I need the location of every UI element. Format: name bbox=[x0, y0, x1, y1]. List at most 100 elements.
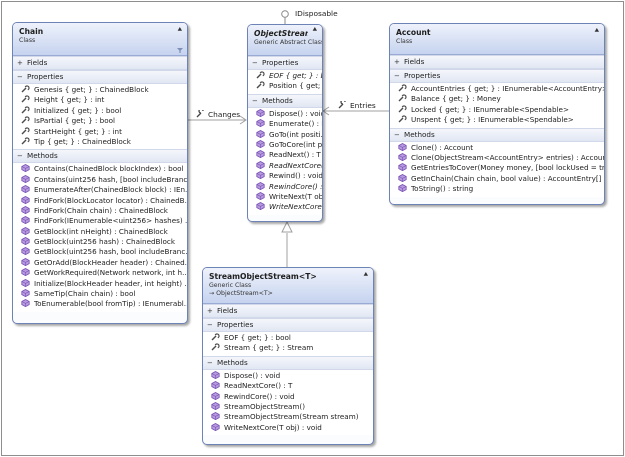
collapse-section-icon[interactable]: − bbox=[252, 59, 258, 67]
collapse-section-icon[interactable]: − bbox=[252, 96, 258, 105]
property-row[interactable]: EOF { get; } : bool bbox=[248, 71, 322, 81]
method-row[interactable]: Rewind() : void bbox=[248, 171, 322, 181]
method-row[interactable]: Clone() : Account bbox=[390, 143, 604, 153]
objectstream-class-box[interactable]: ObjectStream<T> Generic Abstract Class ⯅… bbox=[247, 24, 323, 222]
account-header: Account Class ⯅ bbox=[390, 24, 604, 55]
property-wrench-icon bbox=[21, 95, 30, 103]
account-methods-section[interactable]: −Methods bbox=[390, 127, 604, 142]
collapse-section-icon[interactable]: − bbox=[394, 72, 400, 80]
method-row[interactable]: Initialize(BlockHeader header, int heigh… bbox=[13, 279, 187, 289]
method-row[interactable]: GetOrAdd(BlockHeader header) : Chained..… bbox=[13, 258, 187, 268]
property-row[interactable]: Height { get; } : int bbox=[13, 95, 187, 105]
property-row[interactable]: Stream { get; } : Stream bbox=[203, 343, 373, 353]
property-wrench-icon bbox=[21, 137, 30, 145]
method-row[interactable]: Contains(ChainedBlock blockIndex) : bool bbox=[13, 164, 187, 174]
account-properties-section[interactable]: −Properties bbox=[390, 69, 604, 83]
method-row[interactable]: Clone(ObjectStream<AccountEntry> entries… bbox=[390, 153, 604, 163]
collapse-section-icon[interactable]: − bbox=[17, 73, 23, 81]
method-row[interactable]: GetInChain(Chain chain, bool value) : Ac… bbox=[390, 174, 604, 184]
property-row[interactable]: Position { get; s... bbox=[248, 81, 322, 91]
chain-methods-section[interactable]: −Methods bbox=[13, 149, 187, 164]
streamobjectstream-class-box[interactable]: StreamObjectStream<T> Generic Class → Ob… bbox=[202, 267, 374, 445]
property-row[interactable]: Locked { get; } : IEnumerable<Spendable> bbox=[390, 105, 604, 115]
sos-methods-section[interactable]: −Methods bbox=[203, 355, 373, 370]
property-wrench-icon bbox=[398, 115, 407, 123]
streamobjectstream-kind: Generic Class bbox=[209, 282, 252, 289]
method-cube-icon bbox=[211, 381, 220, 390]
sos-fields-section[interactable]: +Fields bbox=[203, 304, 373, 318]
method-row[interactable]: GetBlock(uint256 hash) : ChainedBlock bbox=[13, 237, 187, 247]
method-row[interactable]: WriteNextCore(T... bbox=[248, 202, 322, 212]
method-row[interactable]: GoTo(int positi... bbox=[248, 130, 322, 140]
method-row[interactable]: StreamObjectStream(Stream stream) bbox=[203, 412, 373, 422]
method-row[interactable]: FindFork(Chain chain) : ChainedBlock bbox=[13, 206, 187, 216]
method-cube-icon bbox=[256, 119, 265, 128]
account-fields-section[interactable]: +Fields bbox=[390, 55, 604, 69]
method-text: GoTo(int positi... bbox=[269, 129, 322, 139]
collapse-section-icon[interactable]: − bbox=[207, 358, 213, 367]
streamobjectstream-header: StreamObjectStream<T> Generic Class → Ob… bbox=[203, 268, 373, 304]
expand-icon[interactable]: + bbox=[207, 307, 213, 315]
method-row[interactable]: GoToCore(int p... bbox=[248, 140, 322, 150]
property-row[interactable]: Balance { get; } : Money bbox=[390, 94, 604, 104]
method-row[interactable]: RewindCore() : void bbox=[248, 182, 322, 192]
collapse-icon[interactable]: ⯅ bbox=[362, 270, 369, 279]
method-text: StreamObjectStream(Stream stream) bbox=[224, 412, 359, 422]
objectstream-properties-section[interactable]: −Properties bbox=[248, 56, 322, 70]
objectstream-title: ObjectStream<T> bbox=[254, 29, 308, 38]
chain-class-box[interactable]: Chain Class ⯅ +Fields −Properties Genesi… bbox=[12, 22, 188, 324]
method-cube-icon bbox=[256, 129, 265, 138]
objectstream-methods-section[interactable]: −Methods bbox=[248, 93, 322, 108]
method-row[interactable]: RewindCore() : void bbox=[203, 392, 373, 402]
property-row[interactable]: StartHeight { get; } : int bbox=[13, 127, 187, 137]
collapse-icon[interactable]: ⯅ bbox=[311, 25, 318, 34]
method-row[interactable]: ToString() : string bbox=[390, 184, 604, 194]
chain-fields-section[interactable]: +Fields bbox=[13, 56, 187, 70]
method-row[interactable]: Contains(uint256 hash, [bool includeBran… bbox=[13, 175, 187, 185]
method-row[interactable]: Dispose() : void bbox=[248, 109, 322, 119]
chain-properties-section[interactable]: −Properties bbox=[13, 70, 187, 84]
collapse-icon[interactable]: ⯅ bbox=[593, 26, 600, 35]
collapse-section-icon[interactable]: − bbox=[207, 321, 213, 329]
property-row[interactable]: EOF { get; } : bool bbox=[203, 333, 373, 343]
section-label: Methods bbox=[217, 357, 248, 367]
method-row[interactable]: GetWorkRequired(Network network, int h..… bbox=[13, 268, 187, 278]
method-row[interactable]: ReadNextCore() : T bbox=[203, 381, 373, 391]
method-row[interactable]: FindFork(BlockLocator locator) : Chained… bbox=[13, 196, 187, 206]
method-cube-icon bbox=[21, 216, 30, 225]
method-row[interactable]: ToEnumerable(bool fromTip) : IEnumerabl.… bbox=[13, 299, 187, 309]
property-row[interactable]: Unspent { get; } : IEnumerable<Spendable… bbox=[390, 115, 604, 125]
method-row[interactable]: FindFork(IEnumerable<uint256> hashes) ..… bbox=[13, 216, 187, 226]
method-row[interactable]: ReadNextCore() : T bbox=[248, 161, 322, 171]
collapse-section-icon[interactable]: − bbox=[17, 152, 23, 161]
property-row[interactable]: Genesis { get; } : ChainedBlock bbox=[13, 85, 187, 95]
expand-icon[interactable]: + bbox=[394, 58, 400, 66]
method-text: GetOrAdd(BlockHeader header) : Chained..… bbox=[34, 257, 187, 267]
sos-properties-section[interactable]: −Properties bbox=[203, 318, 373, 332]
method-row[interactable]: Dispose() : void bbox=[203, 371, 373, 381]
collapse-section-icon[interactable]: − bbox=[394, 130, 400, 139]
property-row[interactable]: IsPartial { get; } : bool bbox=[13, 116, 187, 126]
method-row[interactable]: ReadNext() : T bbox=[248, 150, 322, 160]
method-cube-icon bbox=[21, 195, 30, 204]
filter-icon[interactable] bbox=[177, 48, 183, 53]
method-row[interactable]: GetBlock(int nHeight) : ChainedBlock bbox=[13, 227, 187, 237]
method-row[interactable]: GetEntriesToCover(Money money, [bool loc… bbox=[390, 163, 604, 173]
property-row[interactable]: Initialized { get; } : bool bbox=[13, 106, 187, 116]
collapse-icon[interactable]: ⯅ bbox=[176, 25, 183, 34]
method-cube-icon bbox=[21, 247, 30, 256]
property-wrench-icon bbox=[211, 333, 220, 341]
method-row[interactable]: SameTip(Chain chain) : bool bbox=[13, 289, 187, 299]
property-row[interactable]: Tip { get; } : ChainedBlock bbox=[13, 137, 187, 147]
property-text: EOF { get; } : bool bbox=[224, 333, 291, 342]
method-row[interactable]: GetBlock(uint256 hash, bool includeBranc… bbox=[13, 247, 187, 257]
method-row[interactable]: EnumerateAfter(ChainedBlock block) : IEn… bbox=[13, 185, 187, 195]
expand-icon[interactable]: + bbox=[17, 59, 23, 67]
method-row[interactable]: Enumerate() : IE... bbox=[248, 119, 322, 129]
account-class-box[interactable]: Account Class ⯅ +Fields −Properties Acco… bbox=[389, 23, 605, 205]
method-row[interactable]: StreamObjectStream() bbox=[203, 402, 373, 412]
method-row[interactable]: WriteNext(T ob... bbox=[248, 192, 322, 202]
property-row[interactable]: AccountEntries { get; } : IEnumerable<Ac… bbox=[390, 84, 604, 94]
method-row[interactable]: WriteNextCore(T obj) : void bbox=[203, 423, 373, 433]
